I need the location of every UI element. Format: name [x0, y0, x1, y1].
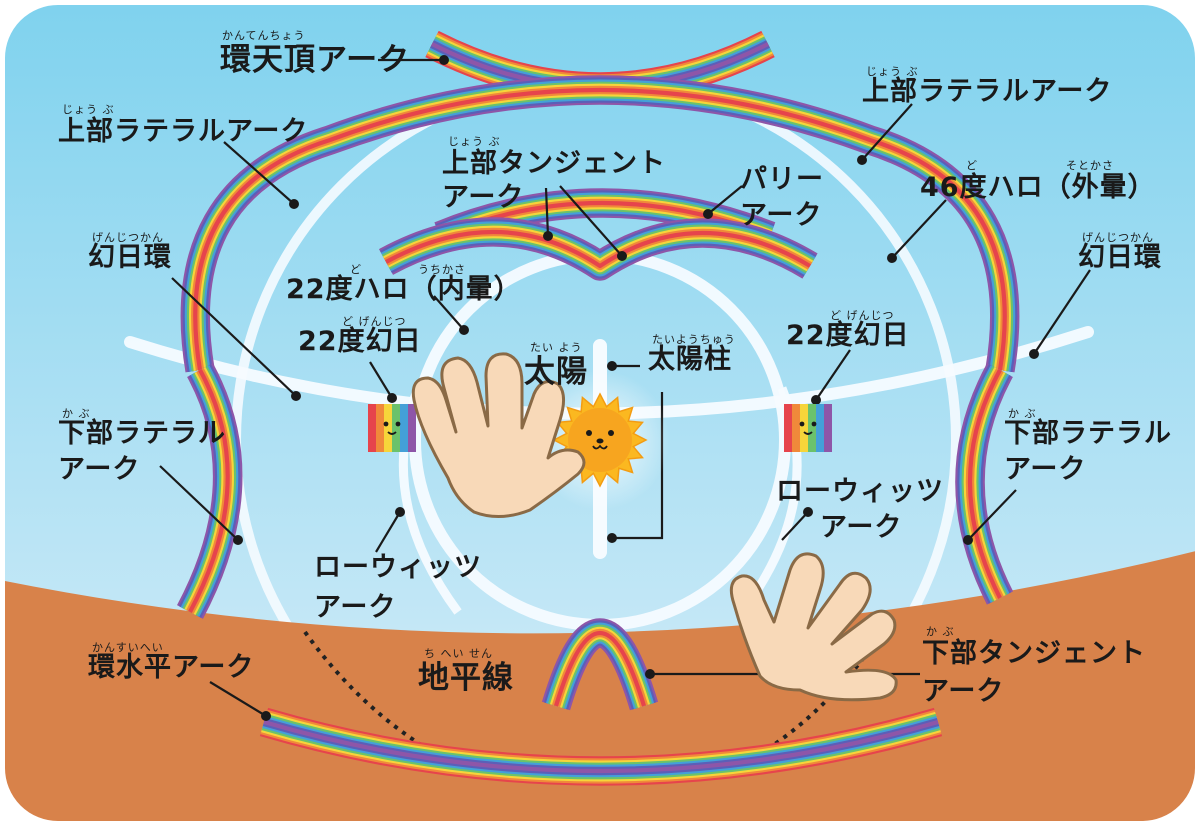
hand-left	[411, 352, 586, 518]
leader-lower-lateral-right	[967, 489, 1017, 541]
label-lower-lateral-arc-left-line2: アーク	[58, 454, 141, 485]
dot-lower-lateral-right	[963, 535, 973, 545]
ruby-do-genjitsu-left: ど げんじつ	[342, 315, 407, 328]
ruby-taiyo: たい よう	[530, 341, 583, 354]
ruby-genjitsukan-right: げんじつかん	[1082, 231, 1154, 244]
dot-lowitz-left	[395, 507, 405, 517]
dot-upper-tangent-2	[617, 251, 627, 261]
label-upper-tangent-arc-line1: 上部タンジェント	[442, 148, 666, 179]
ruby-kantencho: かんてんちょう	[222, 29, 306, 42]
label-upper-tangent-arc-line2: アーク	[442, 182, 525, 213]
ruby-sotokasa: そとかさ	[1066, 159, 1114, 172]
leader-lowitz-right	[781, 511, 809, 541]
ruby-jobu-right: じょう ぶ	[866, 65, 919, 78]
dot-sundog-right	[811, 395, 821, 405]
leader-sundog-left	[369, 361, 393, 399]
lower-tangent-arc	[541, 618, 659, 711]
label-lower-lateral-arc-right-line2: アーク	[1004, 454, 1087, 485]
leader-halo46	[891, 199, 947, 259]
label-upper-lateral-arc-right: 上部ラテラルアーク	[862, 76, 1113, 107]
label-parry-arc-line1: パリー	[740, 164, 824, 195]
ruby-chiheisen: ち へい せん	[424, 647, 493, 660]
leader-halo22	[433, 295, 465, 331]
label-22-sundog-left: 22度幻日	[298, 326, 422, 357]
leader-circumhorizontal	[209, 681, 267, 717]
leader-lower-lateral-left	[159, 465, 239, 541]
dot-parry	[703, 209, 713, 219]
label-upper-lateral-arc-left: 上部ラテラルアーク	[58, 116, 309, 147]
leader-lowitz-left	[375, 511, 401, 553]
dot-circumzenithal	[439, 55, 449, 65]
dot-upper-lateral-left	[289, 199, 299, 209]
upper-lateral-arc	[180, 75, 1020, 373]
label-sun-pillar: 太陽柱	[648, 344, 732, 375]
dot-upper-lateral-right	[857, 155, 867, 165]
leader-sundog-right	[815, 349, 851, 401]
upper-tangent-arc	[378, 217, 818, 281]
dot-sun-pillar-2	[607, 533, 617, 543]
ruby-jobu-left: じょう ぶ	[62, 103, 115, 116]
label-lower-lateral-arc-left-line1: 下部ラテラル	[58, 418, 226, 449]
dot-sun-pillar	[607, 361, 617, 371]
label-parhelic-circle-left: 幻日環	[88, 242, 172, 273]
label-lower-lateral-arc-right-line1: 下部ラテラル	[1004, 418, 1172, 449]
label-lowitz-arc-right-line2: アーク	[820, 512, 903, 543]
label-parhelic-circle-right: 幻日環	[1078, 242, 1162, 273]
ruby-do-22: ど	[350, 263, 362, 276]
leader-parhelic-right	[1033, 269, 1091, 355]
leader-upper-lateral-right	[861, 103, 913, 161]
label-lowitz-arc-left-line2: アーク	[314, 592, 397, 623]
ruby-jobu-tangent: じょう ぶ	[448, 135, 501, 148]
label-horizon: 地平線	[418, 660, 514, 696]
ruby-genjitsukan-left: げんじつかん	[92, 231, 164, 244]
sundog-left-face	[368, 404, 416, 452]
dot-parhelic-left	[291, 391, 301, 401]
leader-parry	[707, 185, 743, 215]
dot-parhelic-right	[1029, 349, 1039, 359]
dot-lower-tangent	[645, 669, 655, 679]
ground	[3, 550, 1197, 823]
ruby-kabu-left: か ぶ	[62, 407, 91, 420]
dot-upper-tangent	[543, 231, 553, 241]
dot-circumhorizontal	[261, 711, 271, 721]
label-46-halo: 46度ハロ（外暈）	[920, 172, 1156, 203]
dot-halo46	[887, 253, 897, 263]
label-22-sundog-right: 22度幻日	[786, 320, 910, 351]
label-circumzenithal-arc: 環天頂アーク	[220, 42, 411, 78]
label-parry-arc-line2: アーク	[740, 200, 823, 231]
ruby-kansuihei: かんすいへい	[92, 641, 164, 654]
label-lowitz-arc-left-line1: ローウィッツ	[314, 552, 482, 583]
leader-parhelic-left	[171, 277, 297, 397]
dot-lowitz-right	[803, 507, 813, 517]
ruby-do-genjitsu-right: ど げんじつ	[830, 309, 895, 322]
leader-upper-tangent	[544, 187, 550, 237]
label-circumhorizontal-arc: 環水平アーク	[88, 652, 255, 683]
label-sun: 太陽	[524, 354, 588, 390]
ruby-kabu-right: か ぶ	[1008, 407, 1037, 420]
hand-right	[729, 552, 898, 702]
label-22-halo: 22度ハロ（内暈）	[286, 274, 522, 305]
dot-lower-lateral-left	[233, 535, 243, 545]
label-lower-tangent-arc-line1: 下部タンジェント	[922, 638, 1146, 669]
ruby-kabu-tangent: か ぶ	[926, 625, 955, 638]
leader-upper-lateral-left	[223, 141, 295, 205]
label-lowitz-arc-right-line1: ローウィッツ	[776, 476, 944, 507]
ruby-uchikasa: うちかさ	[418, 263, 466, 276]
dot-halo22	[459, 325, 469, 335]
sundog-right-face	[784, 404, 832, 452]
circumhorizontal-arc	[259, 707, 943, 786]
leader-upper-tangent-2	[559, 185, 623, 257]
ruby-do-46: ど	[966, 159, 978, 172]
ruby-taiyochu: たいようちゅう	[652, 333, 736, 346]
label-lower-tangent-arc-line2: アーク	[922, 676, 1005, 707]
lower-lateral-arc-right	[955, 362, 1014, 605]
lower-lateral-arc-left	[177, 362, 243, 619]
dot-sundog-left	[387, 393, 397, 403]
